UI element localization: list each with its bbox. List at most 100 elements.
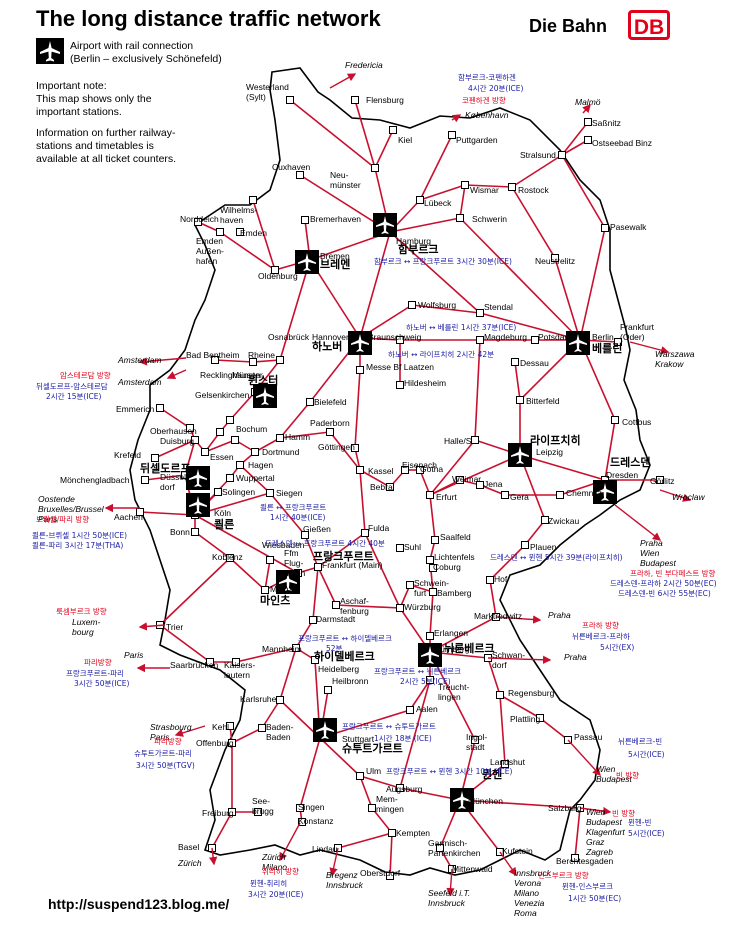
rail-line <box>319 737 361 777</box>
station-label-emden2: Emden <box>240 228 267 238</box>
station-marker <box>656 476 664 484</box>
station-label-bonn: Bonn <box>170 527 190 537</box>
rail-line <box>231 727 263 744</box>
station-marker <box>276 696 284 704</box>
rail-line <box>235 647 297 663</box>
rail-line <box>479 484 506 496</box>
korean-label-hannover_ko: 하노버 <box>312 339 342 353</box>
route-annotation-a5: 하노버 ↔ 베를린 1시간 37분(ICE) <box>406 322 516 332</box>
rail-line <box>389 832 393 877</box>
rail-line <box>459 799 581 809</box>
rail-line <box>279 647 297 701</box>
station-label-essen: Essen <box>210 452 234 462</box>
station-label-fulda: Fulda <box>368 523 390 533</box>
airports <box>186 213 617 812</box>
korean-label-heidelberg_ko: 하이델베르크 <box>314 649 375 663</box>
station-marker <box>448 131 456 139</box>
station-label-ulm: Ulm <box>366 766 381 776</box>
station-marker <box>309 616 317 624</box>
station-marker <box>332 601 340 609</box>
route-annotation-a44: 뮌헨-취리히 <box>250 878 287 888</box>
station-marker <box>496 691 504 699</box>
station-label-offenburg: Offenburg <box>196 738 234 748</box>
station-label-salzburg: Salzburg <box>548 803 582 813</box>
station-label-bremerhaven: Bremerhaven <box>310 214 361 224</box>
rail-line <box>154 439 196 459</box>
route-annotation-a6: 하노버 ↔ 라이프치히 2시간 42분 <box>388 349 494 359</box>
station-label-koblenz: Koblenz <box>212 552 243 562</box>
station-label-lindau: Lindau <box>312 844 338 854</box>
destination-label-fredericia: Fredericia <box>345 60 383 70</box>
rail-line <box>229 391 256 421</box>
station-marker <box>306 398 314 406</box>
station-label-treuchtlingen: Treucht-lingen <box>438 682 470 702</box>
station-label-baden_baden: Baden-Baden <box>266 722 294 742</box>
route-annotation-a34: 슈투트가르트-파리 <box>134 749 192 758</box>
station-marker <box>326 428 334 436</box>
station-marker <box>396 381 404 389</box>
station-marker <box>254 808 262 816</box>
korean-label-berlin_ko: 베를린 <box>592 341 622 355</box>
station-label-bad_bentheim: Bad Bentheim <box>186 350 239 360</box>
station-label-recklinghausen: Recklinghausen <box>200 370 261 380</box>
rail-line <box>429 591 434 637</box>
station-label-flensburg: Flensburg <box>366 95 404 105</box>
rail-line <box>289 99 376 169</box>
station-marker <box>276 434 284 442</box>
destination-arrow <box>329 73 357 89</box>
station-marker <box>356 772 364 780</box>
rail-line <box>561 139 589 156</box>
rail-line <box>411 304 481 314</box>
station-marker <box>251 448 259 456</box>
rail-line <box>312 566 319 621</box>
station-label-karlsruhe: Karlsruhe <box>240 694 277 704</box>
korean-label-duesseldorf_ko: 뒤셀도르프 <box>140 461 191 475</box>
station-marker <box>556 491 564 499</box>
rail-line <box>337 832 393 849</box>
station-marker <box>266 489 274 497</box>
station-marker <box>156 404 164 412</box>
station-marker <box>151 454 159 462</box>
station-marker <box>351 444 359 452</box>
station-label-jena: Jena <box>484 479 503 489</box>
station-label-mannheim: Mannheim <box>262 644 302 654</box>
station-label-gera: Gera <box>510 492 529 502</box>
destination-arrow <box>329 847 339 877</box>
station-marker <box>324 686 332 694</box>
station-label-augsburg: Augsburg <box>386 784 423 794</box>
station-marker <box>232 658 240 666</box>
station-label-memmingen: Mem-mingen <box>376 794 404 814</box>
route-annotation-a35: 3시간 50분(TGV) <box>136 760 195 770</box>
rail-line <box>295 619 314 649</box>
station-label-binz: Ostseebad Binz <box>592 138 652 148</box>
station-label-mittenwald: Mittenwald <box>452 864 493 874</box>
station-label-aachen: Aachen <box>114 512 143 522</box>
airport-icon <box>253 384 277 408</box>
airport-icon <box>450 788 474 812</box>
station-label-emmerich: Emmerich <box>116 404 155 414</box>
route-annotation-a40: 빈 방향 <box>612 808 635 818</box>
route-annotation-a27: 프랑크푸르트-파리 <box>66 669 124 678</box>
route-annotation-a12: 쾰른-파리 3시간 17분(THA) <box>32 540 123 550</box>
station-marker <box>511 358 519 366</box>
destination-arrow <box>446 868 455 897</box>
korean-label-stuttgart_ko: 슈투트가르트 <box>342 741 403 755</box>
station-marker <box>356 466 364 474</box>
station-marker <box>426 491 434 499</box>
rail-line <box>317 566 337 606</box>
station-label-neumuenster: Neu-münster <box>330 170 361 190</box>
route-annotation-a20: 룩셈부르크 방향 <box>56 606 107 616</box>
destination-arrow <box>138 357 187 366</box>
station-marker <box>141 476 149 484</box>
destination-label-amsterdam2: Amsterdam <box>117 377 161 387</box>
station-marker <box>236 461 244 469</box>
rail-line <box>304 534 319 568</box>
station-label-wolfsburg: Wolfsburg <box>418 300 456 310</box>
rail-line <box>524 519 546 546</box>
station-marker <box>191 528 199 536</box>
station-marker <box>296 171 304 179</box>
rail-line <box>464 184 513 188</box>
